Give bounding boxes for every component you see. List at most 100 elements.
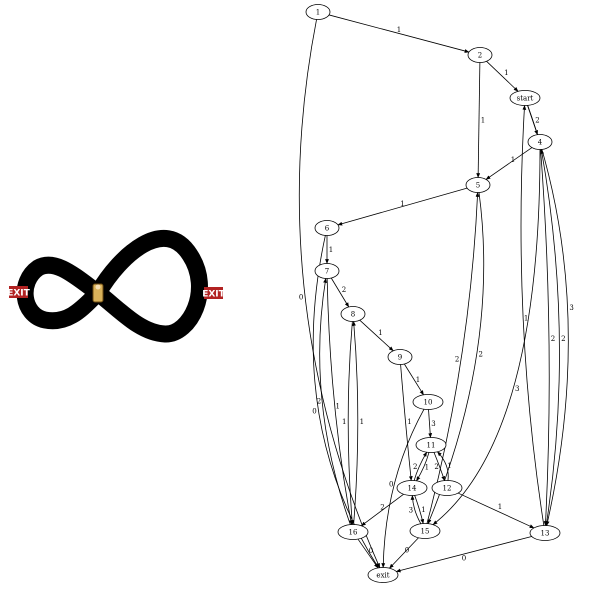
node-label: 12 — [443, 485, 452, 493]
player-figure-icon — [93, 284, 103, 302]
edge-n2-to-n5: 1 — [478, 62, 485, 177]
edge-label: 2 — [434, 463, 438, 471]
node-label: 7 — [325, 268, 329, 276]
node-label: 1 — [316, 9, 320, 17]
edge-n15-to-n5: 2 — [427, 192, 478, 523]
maze-track — [25, 238, 199, 334]
right-exit-sign-text: EXIT — [202, 290, 225, 300]
edge-n15-to-exit: 0 — [389, 538, 418, 568]
node-n5: 5 — [466, 178, 490, 193]
edge-label: 3 — [431, 420, 435, 428]
edge-label: 2 — [551, 335, 555, 343]
left-exit-sign: EXIT — [7, 286, 30, 299]
node-label: 6 — [325, 225, 330, 233]
edge-n7-to-n8: 2 — [331, 278, 349, 307]
edge-line — [458, 493, 534, 528]
edge-line — [354, 321, 358, 524]
edge-label: 0 — [312, 407, 316, 415]
edge-line — [404, 364, 423, 395]
edge-line — [348, 321, 352, 524]
edge-n13-to-exit: 0 — [396, 536, 531, 571]
edge-label: 2 — [413, 463, 417, 471]
right-exit-sign: EXIT — [202, 287, 225, 300]
edge-label: 1 — [425, 463, 429, 471]
node-label: 11 — [427, 442, 436, 450]
edge-line — [429, 409, 431, 437]
left-exit-sign-text: EXIT — [7, 289, 30, 299]
edge-label: 3 — [569, 304, 573, 312]
node-label: start — [517, 95, 534, 103]
edge-label: 0 — [369, 547, 373, 555]
node-label: 16 — [349, 529, 358, 537]
edge-n8-to-n9: 1 — [360, 320, 393, 351]
edge-line — [486, 148, 532, 180]
edge-label: 1 — [416, 376, 420, 384]
node-n15: 15 — [410, 524, 440, 539]
node-label: exit — [376, 572, 389, 580]
edge-line — [299, 19, 379, 567]
edge-line — [541, 149, 550, 525]
state-graph: 1011231231210211111302111120212320210 12… — [299, 5, 574, 583]
node-n13: 13 — [530, 526, 560, 541]
edge-label: 2 — [535, 117, 539, 125]
edge-n10-to-n11: 3 — [429, 409, 436, 437]
edge-label: 2 — [317, 397, 321, 405]
edge-label: 1 — [481, 117, 485, 125]
node-n14: 14 — [397, 481, 427, 496]
edge-n4-to-n13: 2 — [541, 149, 556, 525]
edge-n16-to-n8: 1 — [354, 321, 364, 524]
node-n9: 9 — [388, 350, 412, 365]
edge-label: 1 — [342, 418, 346, 426]
edge-n9-to-n14: 1 — [401, 364, 412, 480]
node-n11: 11 — [416, 438, 446, 453]
node-n8: 8 — [341, 307, 365, 322]
edge-label: 3 — [515, 385, 519, 393]
edge-start-to-n13: 3 — [528, 105, 574, 525]
node-n16: 16 — [338, 525, 368, 540]
node-label: 2 — [478, 52, 482, 60]
edge-label: 2 — [561, 335, 565, 343]
edge-line — [360, 320, 393, 351]
edge-label: 1 — [447, 462, 451, 470]
edge-n1-to-exit: 0 — [299, 19, 380, 567]
edge-n12-to-n13: 1 — [458, 493, 534, 528]
edge-n9-to-n10: 1 — [404, 364, 423, 395]
edge-n16-to-exit: 0 — [358, 539, 378, 568]
edge-label: 2 — [455, 356, 459, 364]
node-label: 13 — [541, 530, 550, 538]
edge-line — [487, 61, 518, 91]
edge-line — [478, 62, 480, 177]
edge-label: 1 — [335, 402, 339, 410]
node-n1: 1 — [306, 5, 330, 20]
edge-n6-to-n7: 1 — [327, 236, 333, 264]
edge-line — [427, 192, 478, 523]
node-exit: exit — [368, 568, 398, 583]
node-label: 5 — [476, 182, 480, 190]
node-label: 4 — [538, 139, 543, 147]
node-n7: 7 — [315, 264, 339, 279]
node-start: start — [510, 91, 540, 106]
edge-label: 1 — [504, 69, 508, 77]
edge-label: 1 — [524, 314, 528, 322]
edge-n11-to-n14: 1 — [416, 452, 429, 480]
edge-n5-to-n6: 1 — [338, 188, 467, 225]
node-n10: 10 — [413, 395, 443, 410]
node-n6: 6 — [315, 221, 339, 236]
edge-n14-to-n16: 2 — [361, 494, 403, 526]
edge-label: 1 — [407, 418, 411, 426]
node-label: 10 — [424, 399, 433, 407]
edge-n14-to-n15: 1 — [415, 495, 426, 523]
figure-eight-maze: EXIT EXIT — [7, 238, 225, 334]
edge-label: 1 — [498, 503, 502, 511]
edge-label: 1 — [397, 26, 401, 34]
edge-label: 1 — [378, 329, 382, 337]
node-label: 14 — [408, 485, 417, 493]
edge-n13-to-start: 1 — [521, 105, 544, 525]
node-label: 15 — [421, 528, 430, 536]
edge-n1-to-n2: 1 — [329, 15, 469, 52]
edge-label: 0 — [405, 547, 409, 555]
node-label: 9 — [398, 354, 402, 362]
edge-label: 3 — [409, 506, 413, 514]
edge-label: 1 — [511, 156, 515, 164]
edge-label: 2 — [479, 351, 483, 359]
